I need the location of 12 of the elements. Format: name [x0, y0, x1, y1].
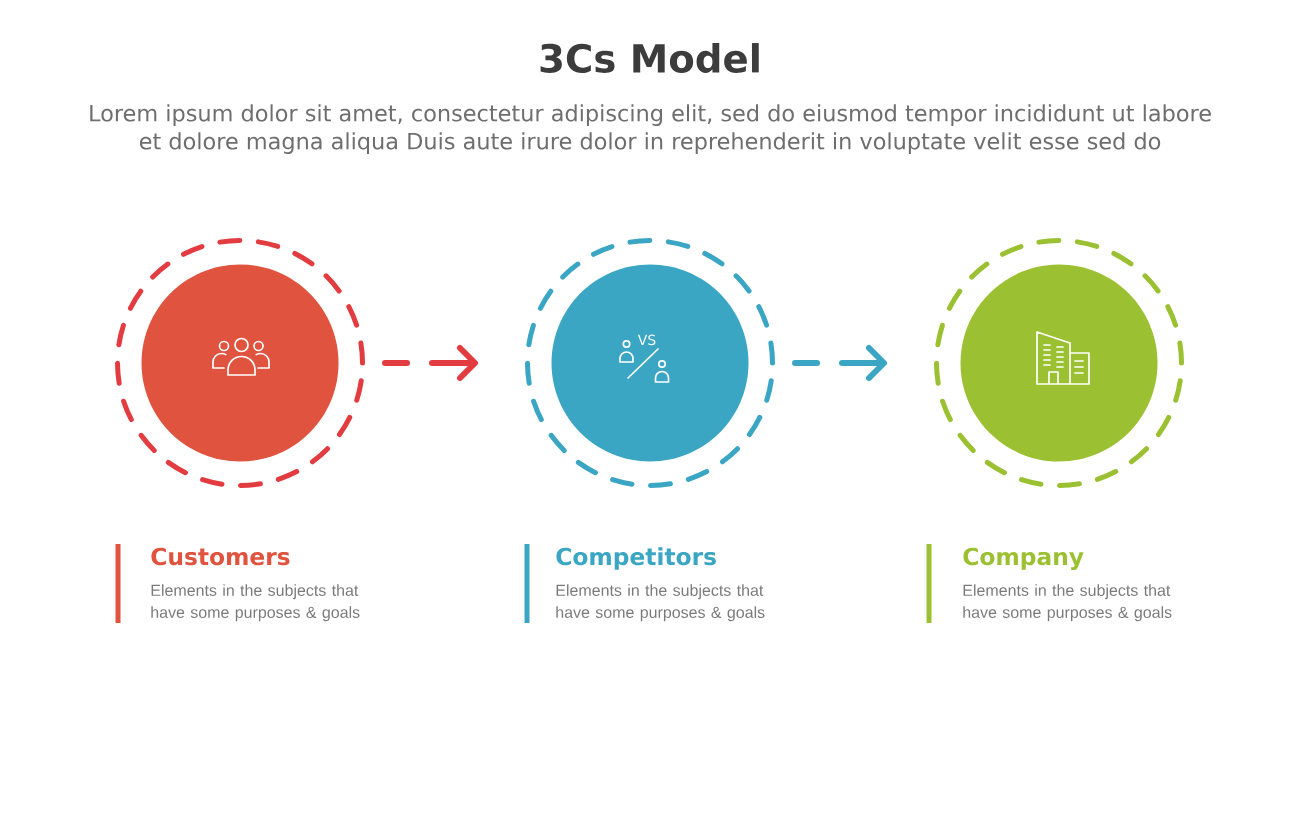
ringed-circle	[934, 238, 1184, 488]
section-heading: Competitors	[556, 547, 716, 570]
title: 3Cs Model	[540, 43, 759, 73]
description-text: Elements in the subjects that have some purposes & goals	[963, 584, 1172, 622]
description-text: Elements in the subjects that have some purposes & goals	[556, 584, 765, 622]
section-heading: Customers	[151, 547, 290, 566]
description-text: Elements in the subjects that have some purposes & goals	[151, 584, 360, 622]
subtitle-text: Lorem ipsum dolor sit amet, consectetur adipiscing elit, sed do eiusmod tempor incididunt ut labore et dolore magna aliqua Duis aute irure dolor in reprehenderit in voluptate velit esse sed do	[90, 104, 1211, 154]
dashed-arrow	[382, 345, 478, 381]
ringed-circle	[115, 238, 365, 488]
dashed-arrow	[792, 345, 887, 381]
section-heading: Company	[963, 547, 1084, 571]
